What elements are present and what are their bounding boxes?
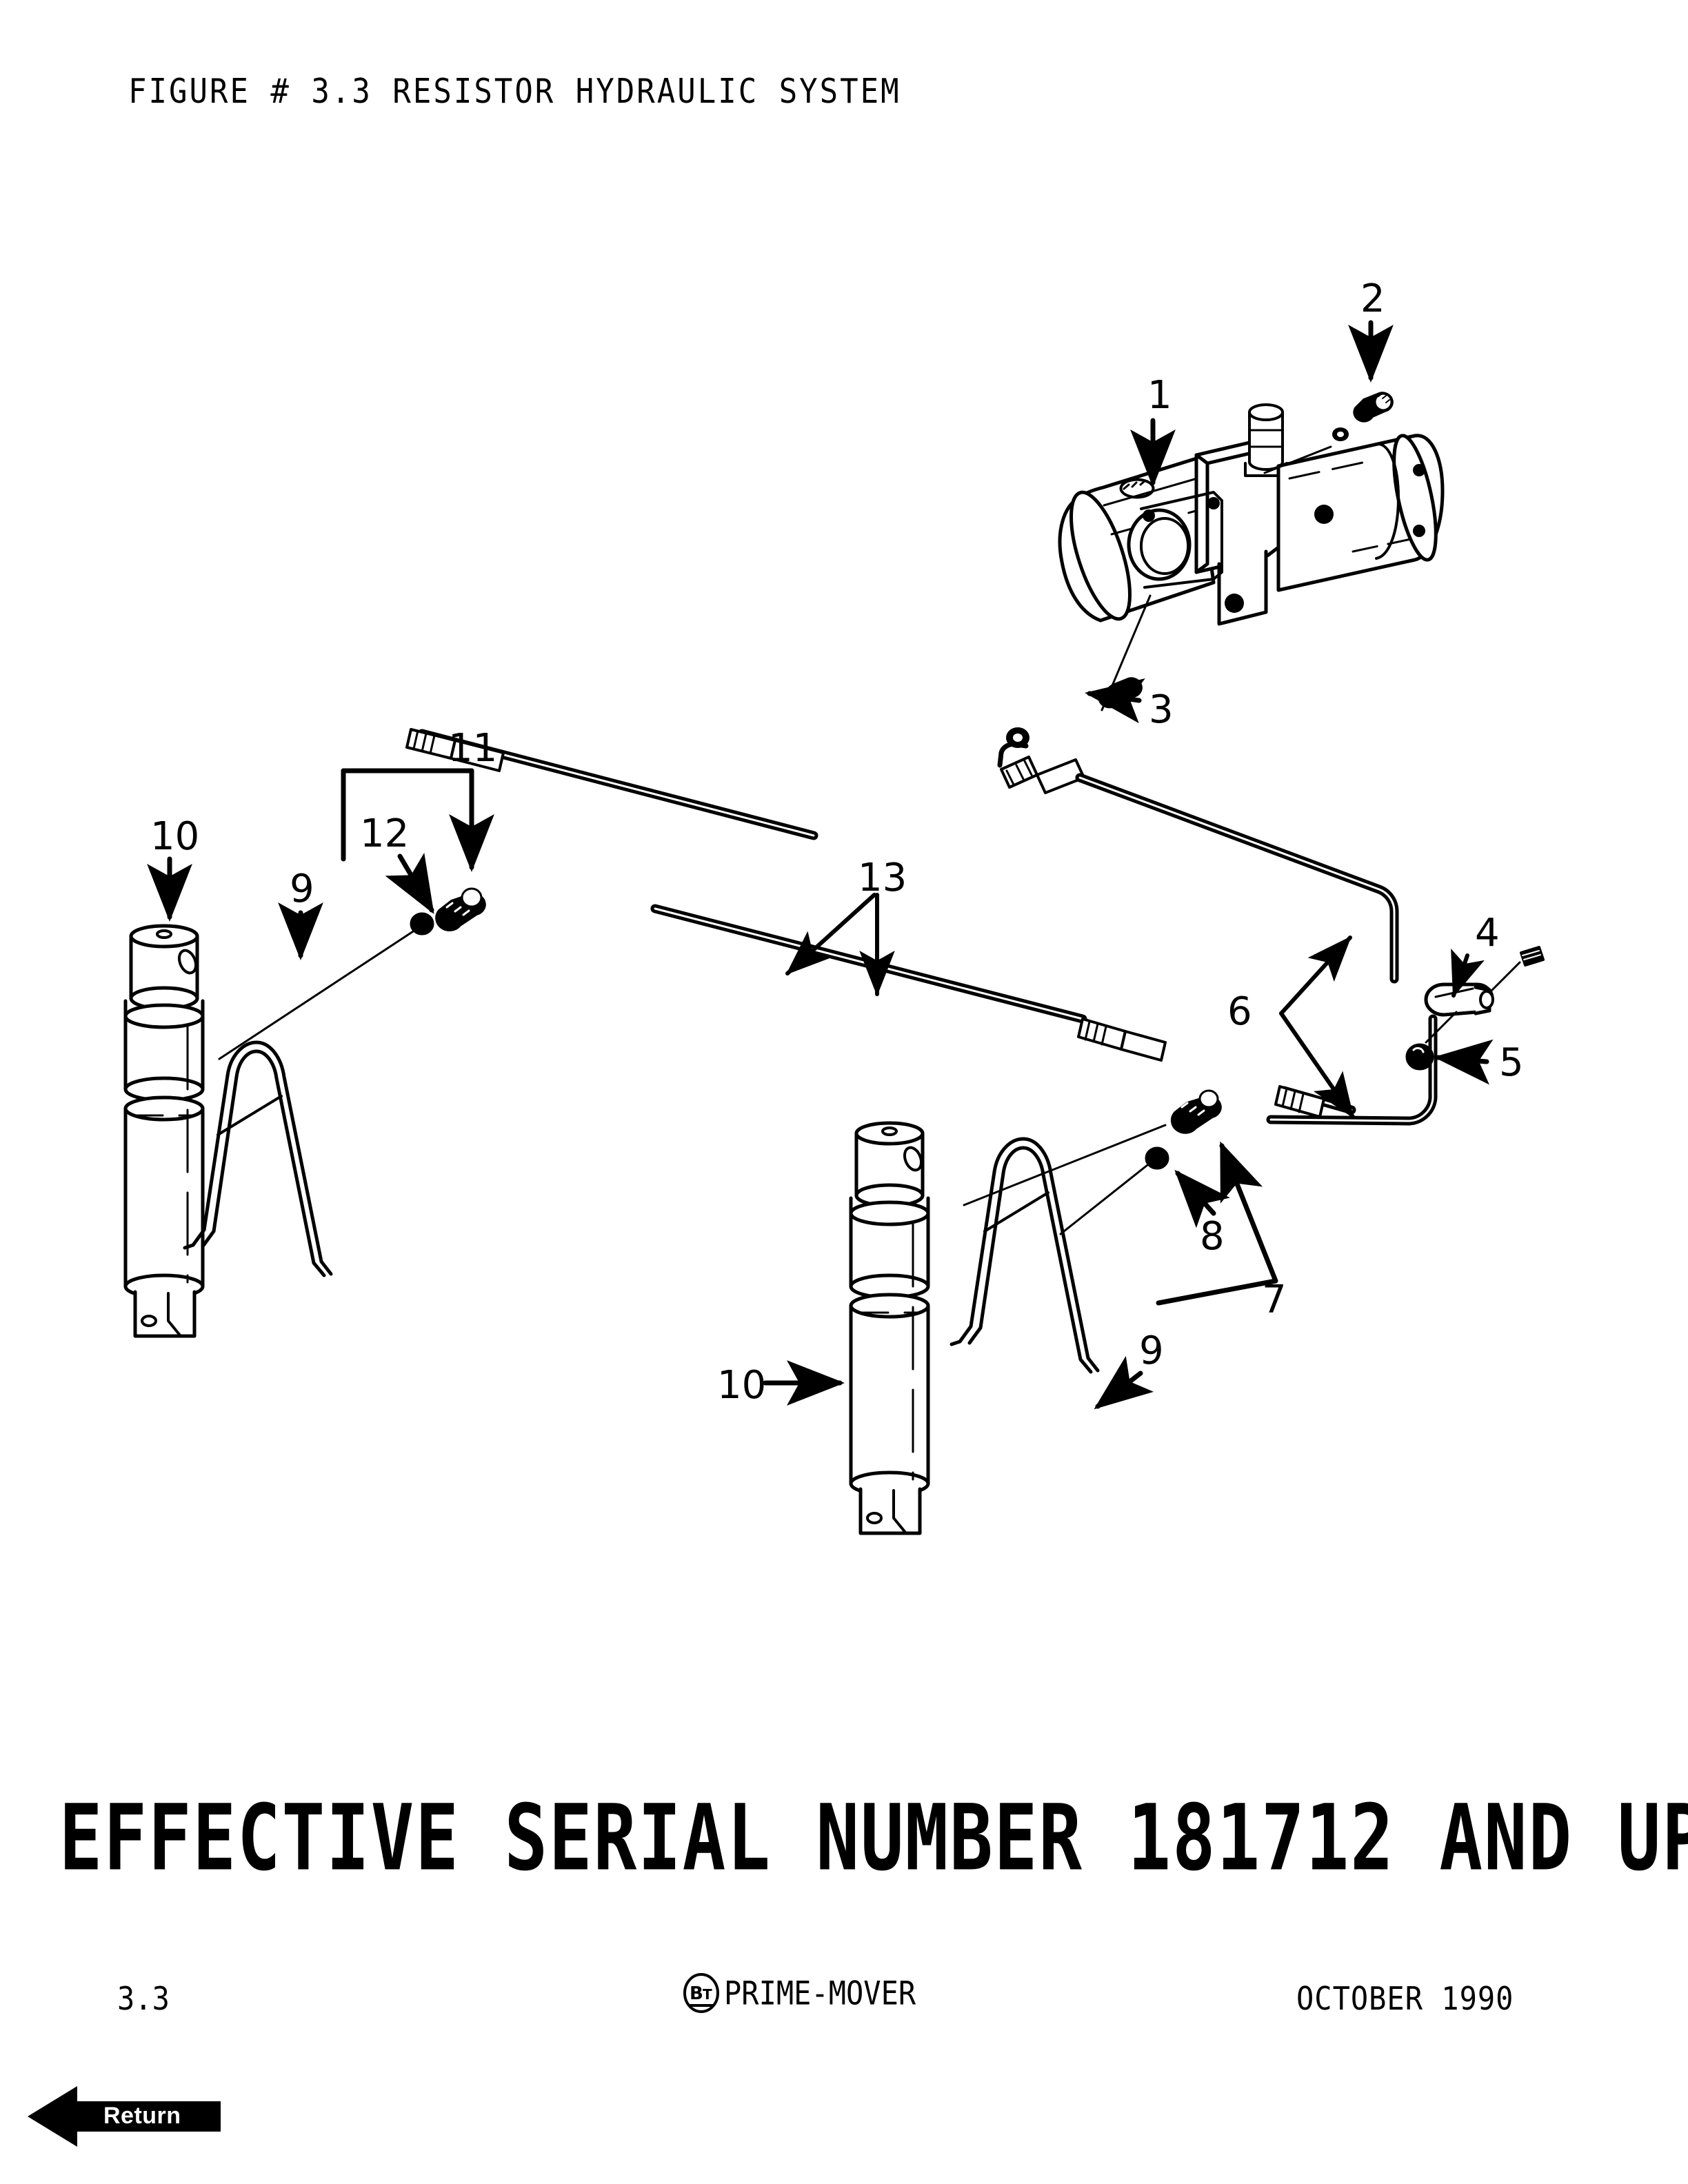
- revision-date: OCTOBER 1990: [1296, 1980, 1514, 2017]
- callout-leader-5: [1434, 1039, 1494, 1085]
- callout-number-13: 13: [858, 856, 907, 900]
- callout-numbers: 1 2 3 4 5 6 7 8 9 9 10 10 11 12 13: [150, 276, 1524, 1408]
- callout-leader-6: [1279, 936, 1355, 1119]
- effective-serial-number-note: EFFECTIVE SERIAL NUMBER 181712 AND UP: [59, 1786, 1688, 1892]
- callout-number-3: 3: [1149, 687, 1174, 732]
- callout-number-9-lower: 9: [1139, 1328, 1164, 1373]
- svg-text:B: B: [690, 1983, 703, 2004]
- wire-retaining-clip-left: [183, 1040, 333, 1277]
- callout-leader-12: [385, 852, 434, 915]
- wire-retaining-clip-lower: [950, 1137, 1100, 1374]
- return-button[interactable]: Return: [28, 2079, 221, 2154]
- callout-leader-11: [341, 768, 494, 872]
- page-number: 3.3: [117, 1980, 170, 2017]
- hydraulic-cylinder-lower: [849, 1121, 930, 1535]
- callout-number-7: 7: [1262, 1277, 1287, 1322]
- callout-leader-7: [1156, 1141, 1278, 1306]
- callout-number-5: 5: [1499, 1040, 1524, 1085]
- elbow-fitting-lower: [1098, 677, 1143, 709]
- callout-number-12: 12: [360, 811, 409, 856]
- plug-ball-lower: [1145, 1146, 1169, 1170]
- power-unit-assembly: [1058, 403, 1445, 626]
- callout-number-9-left: 9: [290, 867, 314, 911]
- hose-lower-run: [1266, 1014, 1438, 1126]
- elbow-fitting-left-assembly: [435, 887, 486, 931]
- callout-number-10-left: 10: [150, 814, 199, 859]
- return-arrow-icon[interactable]: [28, 2079, 221, 2154]
- plug-ball-left: [410, 912, 434, 936]
- callout-number-4: 4: [1475, 911, 1500, 956]
- callout-number-2: 2: [1360, 276, 1385, 321]
- hose-upper-run: [997, 727, 1399, 984]
- callout-leader-8: [1174, 1169, 1230, 1228]
- callout-leader-4: [1451, 949, 1485, 998]
- hose-fitting-lower-right: [1170, 1089, 1222, 1134]
- hydraulic-cylinder-left: [123, 924, 205, 1338]
- svg-text:T: T: [703, 1986, 712, 2003]
- hose-segment-right-lower: [1274, 1085, 1356, 1118]
- callout-number-6: 6: [1227, 989, 1252, 1034]
- callout-number-1: 1: [1147, 373, 1172, 418]
- hose-clamp: [1424, 982, 1494, 1017]
- callout-number-10-lower: 10: [717, 1363, 766, 1408]
- callout-number-11: 11: [448, 726, 497, 771]
- callout-leader-9-lower: [1094, 1355, 1154, 1410]
- figure-title: FIGURE # 3.3 RESISTOR HYDRAULIC SYSTEM: [128, 72, 901, 112]
- hose-pair-center: [405, 728, 1167, 1062]
- brand-footer: B T PRIME-MOVER: [683, 1973, 916, 2013]
- brand-name: PRIME-MOVER: [724, 1974, 916, 2012]
- elbow-fitting-upper: [1332, 392, 1394, 441]
- clamp-ball-nut: [1405, 1043, 1434, 1071]
- bt-logo-icon: B T: [683, 1973, 719, 2013]
- callout-leader-3: [1085, 678, 1145, 724]
- clamp-bolt: [1520, 946, 1545, 967]
- callout-number-8: 8: [1200, 1214, 1225, 1259]
- callout-leader-13: [785, 893, 895, 996]
